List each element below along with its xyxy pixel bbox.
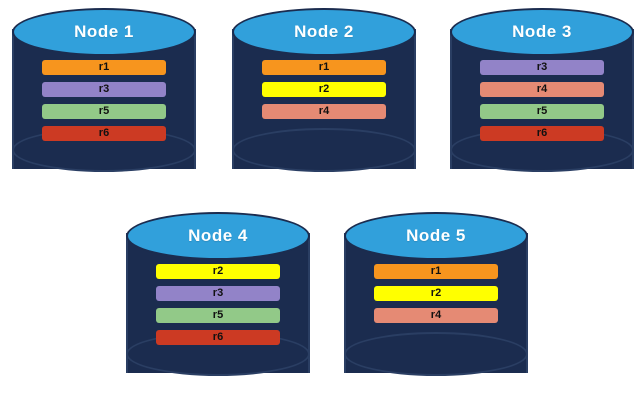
replica-label: r2 <box>212 265 224 277</box>
database-node-2[interactable]: Node 2 r1 r2 r4 <box>232 8 416 190</box>
node-title: Node 4 <box>188 226 248 245</box>
replica-bar-r2[interactable]: r2 <box>156 264 280 279</box>
replica-bar-r5[interactable]: r5 <box>156 308 280 323</box>
replica-label: r4 <box>430 309 442 321</box>
replica-bar-r3[interactable]: r3 <box>156 286 280 301</box>
replica-bar-r1[interactable]: r1 <box>262 60 386 75</box>
node-title: Node 5 <box>406 226 466 245</box>
replica-label: r1 <box>430 265 442 277</box>
replica-bar-r2[interactable]: r2 <box>262 82 386 97</box>
database-node-1[interactable]: Node 1 r1 r3 r5 r6 <box>12 8 196 190</box>
database-node-5[interactable]: Node 5 r1 r2 r4 <box>344 212 528 394</box>
replica-label: r3 <box>98 83 110 95</box>
replica-bar-r4[interactable]: r4 <box>480 82 604 97</box>
replica-bar-r1[interactable]: r1 <box>374 264 498 279</box>
replica-label: r1 <box>318 61 330 73</box>
replica-bar-r4[interactable]: r4 <box>374 308 498 323</box>
replica-bar-r6[interactable]: r6 <box>480 126 604 141</box>
replica-list: r3 r4 r5 r6 <box>450 60 634 148</box>
replica-label: r6 <box>98 127 110 139</box>
replica-label: r5 <box>536 105 548 117</box>
replica-bar-r5[interactable]: r5 <box>480 104 604 119</box>
replica-label: r4 <box>536 83 548 95</box>
node-title: Node 3 <box>512 22 572 41</box>
replica-label: r3 <box>212 287 224 299</box>
cylinder-top-cap: Node 3 <box>450 8 634 56</box>
replica-bar-r5[interactable]: r5 <box>42 104 166 119</box>
replica-bar-r3[interactable]: r3 <box>480 60 604 75</box>
cylinder-bottom-cap <box>344 332 528 376</box>
replica-label: r4 <box>318 105 330 117</box>
replica-label: r2 <box>318 83 330 95</box>
replica-bar-r6[interactable]: r6 <box>42 126 166 141</box>
replica-label: r1 <box>98 61 110 73</box>
node-title: Node 1 <box>74 22 134 41</box>
cylinder-top-cap: Node 4 <box>126 212 310 260</box>
replica-bar-r1[interactable]: r1 <box>42 60 166 75</box>
replica-bar-r6[interactable]: r6 <box>156 330 280 345</box>
database-node-3[interactable]: Node 3 r3 r4 r5 r6 <box>450 8 634 190</box>
cylinder-top-cap: Node 2 <box>232 8 416 56</box>
cylinder-bottom-cap <box>232 128 416 172</box>
replica-bar-r4[interactable]: r4 <box>262 104 386 119</box>
replica-label: r5 <box>212 309 224 321</box>
replica-label: r3 <box>536 61 548 73</box>
replica-bar-r2[interactable]: r2 <box>374 286 498 301</box>
replica-list: r1 r2 r4 <box>232 60 416 126</box>
database-node-4[interactable]: Node 4 r2 r3 r5 r6 <box>126 212 310 394</box>
cylinder-top-cap: Node 1 <box>12 8 196 56</box>
replica-bar-r3[interactable]: r3 <box>42 82 166 97</box>
cylinder-top-cap: Node 5 <box>344 212 528 260</box>
replica-label: r2 <box>430 287 442 299</box>
replica-list: r1 r3 r5 r6 <box>12 60 196 148</box>
replica-list: r2 r3 r5 r6 <box>126 264 310 352</box>
replica-label: r5 <box>98 105 110 117</box>
replica-label: r6 <box>212 331 224 343</box>
replica-label: r6 <box>536 127 548 139</box>
replica-list: r1 r2 r4 <box>344 264 528 330</box>
node-title: Node 2 <box>294 22 354 41</box>
